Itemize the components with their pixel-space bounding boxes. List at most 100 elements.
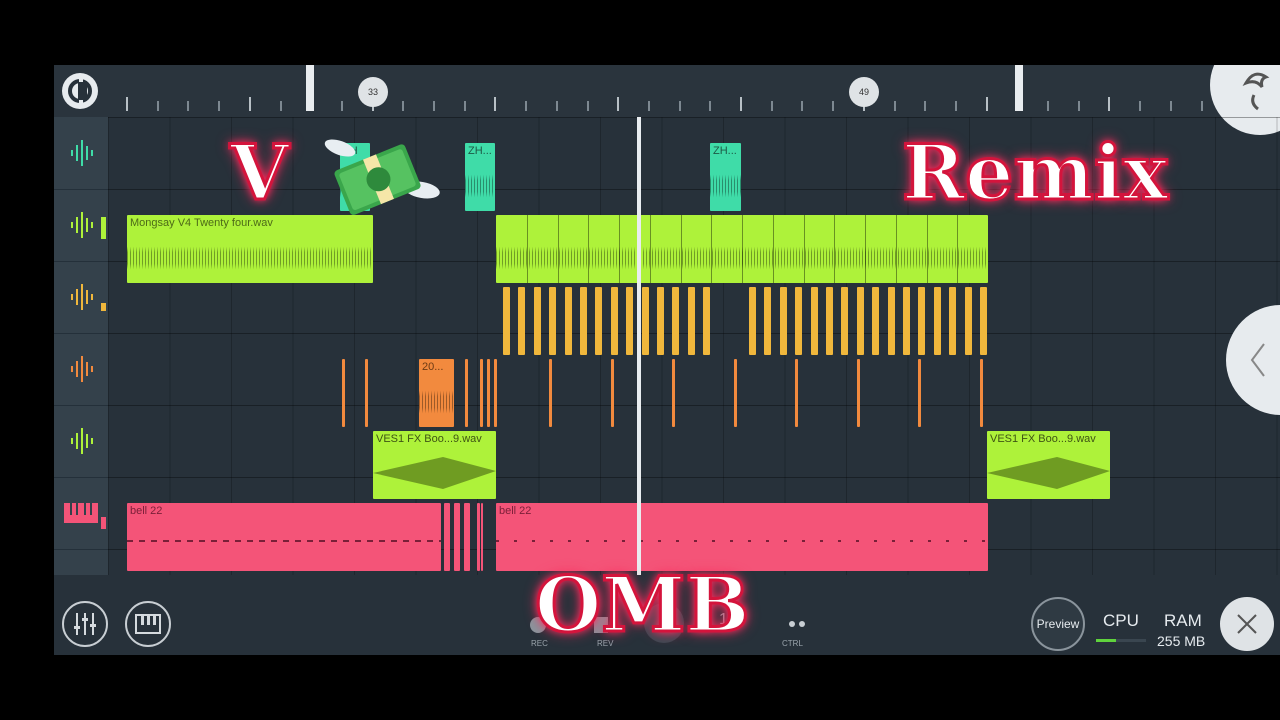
clip-yellow-stab[interactable] bbox=[610, 287, 618, 355]
clip-orange-stab[interactable] bbox=[494, 359, 497, 427]
record-button[interactable] bbox=[530, 617, 546, 633]
clip-yellow-stab[interactable] bbox=[749, 287, 756, 355]
track-headers bbox=[54, 117, 108, 575]
clip-orange-stab[interactable] bbox=[465, 359, 468, 427]
clip-bell-a[interactable]: bell 22 bbox=[127, 503, 441, 571]
clip-orange-stab[interactable] bbox=[611, 359, 614, 427]
clip-orange-stab[interactable] bbox=[365, 359, 368, 427]
track-1-header[interactable] bbox=[54, 117, 108, 190]
ruler-tick bbox=[1139, 101, 1142, 111]
clip-yellow-stab[interactable] bbox=[933, 287, 941, 355]
clip-yellow-stab[interactable] bbox=[595, 287, 603, 355]
clip-yellow-stab[interactable] bbox=[641, 287, 649, 355]
rec-label: REC bbox=[531, 639, 548, 648]
clip-yellow-stab[interactable] bbox=[764, 287, 772, 355]
loop-start-marker[interactable] bbox=[306, 65, 314, 111]
clip-yellow-stab[interactable] bbox=[903, 287, 910, 355]
clip-orange-stab[interactable] bbox=[487, 359, 490, 427]
waveform-icon bbox=[71, 284, 93, 310]
clip-yellow-stab[interactable] bbox=[841, 287, 849, 355]
waveform-icon bbox=[71, 212, 93, 238]
clip-yellow-stab[interactable] bbox=[795, 287, 803, 355]
piano-roll-button[interactable] bbox=[125, 601, 171, 647]
clip-bell-stab-3[interactable] bbox=[464, 503, 470, 571]
track-2-header[interactable] bbox=[54, 189, 108, 262]
playhead[interactable] bbox=[637, 117, 641, 575]
clip-yellow-stab[interactable] bbox=[518, 287, 526, 355]
fruit-logo-icon[interactable] bbox=[1210, 65, 1280, 135]
clip-yellow-stab[interactable] bbox=[533, 287, 541, 355]
clip-slice-line bbox=[649, 215, 651, 283]
mixer-button[interactable] bbox=[62, 601, 108, 647]
clip-slice-line bbox=[619, 215, 620, 283]
clip-orange-stab[interactable] bbox=[918, 359, 921, 427]
track-3-header[interactable] bbox=[54, 261, 108, 334]
clip-yellow-stab[interactable] bbox=[856, 287, 864, 355]
clip-yellow-stab[interactable] bbox=[872, 287, 880, 355]
play-button[interactable] bbox=[644, 603, 684, 643]
clip-yellow-stab[interactable] bbox=[918, 287, 926, 355]
clip-yellow-stab[interactable] bbox=[949, 287, 957, 355]
close-icon bbox=[1237, 614, 1257, 634]
clip-lime-sliced[interactable] bbox=[496, 215, 988, 283]
ruler-tick bbox=[924, 101, 927, 111]
overlay-title-omb: OMB bbox=[534, 559, 752, 651]
clip-yellow-stab[interactable] bbox=[580, 287, 587, 355]
clip-yellow-stab[interactable] bbox=[964, 287, 972, 355]
clip-bell-stab-2[interactable] bbox=[454, 503, 460, 571]
clip-yellow-stab[interactable] bbox=[672, 287, 680, 355]
track-3-level-meter bbox=[101, 303, 106, 311]
song-pattern-toggle-icon[interactable] bbox=[62, 73, 98, 109]
mixer-icon bbox=[74, 613, 96, 635]
clip-yellow-stab[interactable] bbox=[503, 287, 510, 355]
clip-orange-stab[interactable] bbox=[342, 359, 345, 427]
clip-orange-stab[interactable] bbox=[795, 359, 798, 427]
clip-yellow-stab[interactable] bbox=[626, 287, 634, 355]
clip-yellow-stab[interactable] bbox=[703, 287, 711, 355]
clip-bell-stab-4[interactable] bbox=[477, 503, 480, 571]
clip-slice-line bbox=[588, 215, 590, 283]
tempo-display[interactable]: 150 bbox=[719, 611, 746, 628]
piano-icon bbox=[135, 614, 161, 634]
clip-yellow-stab[interactable] bbox=[826, 287, 833, 355]
clip-yellow-stab[interactable] bbox=[564, 287, 572, 355]
loop-end-marker[interactable] bbox=[1015, 65, 1023, 111]
ruler-tick bbox=[954, 101, 957, 111]
clip-orange-stab[interactable] bbox=[734, 359, 737, 427]
clip-yellow-stab[interactable] bbox=[687, 287, 695, 355]
rev-button[interactable] bbox=[594, 617, 608, 633]
timeline-ruler[interactable]: 33 49 bbox=[54, 65, 1280, 135]
clip-ves1-b[interactable]: VES1 FX Boo...9.wav bbox=[987, 431, 1110, 499]
clip-bell-stab-5[interactable] bbox=[481, 503, 483, 571]
clip-bell-stab-1[interactable] bbox=[444, 503, 450, 571]
clip-orange-stab[interactable] bbox=[480, 359, 483, 427]
track-5-header[interactable] bbox=[54, 405, 108, 478]
ruler-tick bbox=[740, 97, 742, 111]
close-button[interactable] bbox=[1220, 597, 1274, 651]
clip-mongsay[interactable]: Mongsay V4 Twenty four.wav bbox=[127, 215, 373, 283]
bar-49-badge: 49 bbox=[849, 77, 879, 107]
track-6-header[interactable] bbox=[54, 477, 108, 550]
clip-orange-stab[interactable] bbox=[980, 359, 983, 427]
clip-yellow-stab[interactable] bbox=[810, 287, 818, 355]
clip-yellow-stab[interactable] bbox=[980, 287, 987, 355]
track-4-header[interactable] bbox=[54, 333, 108, 406]
ctrl-dot-1 bbox=[789, 621, 795, 627]
cpu-meter bbox=[1096, 639, 1146, 642]
ctrl-label[interactable]: CTRL bbox=[782, 639, 803, 648]
clip-zh-2[interactable]: ZH... bbox=[465, 143, 495, 211]
clip-orange-stab[interactable] bbox=[549, 359, 552, 427]
playlist-grid[interactable]: ZH ZH... ZH... Mongsay V4 Twenty four.wa… bbox=[108, 117, 1280, 575]
clip-slice-line bbox=[865, 215, 866, 283]
clip-yellow-stab[interactable] bbox=[657, 287, 664, 355]
clip-orange-20[interactable]: 20... bbox=[419, 359, 454, 427]
clip-orange-stab[interactable] bbox=[857, 359, 860, 427]
clip-bell-b[interactable]: bell 22 bbox=[496, 503, 988, 571]
clip-orange-stab[interactable] bbox=[672, 359, 675, 427]
clip-yellow-stab[interactable] bbox=[779, 287, 787, 355]
preview-button[interactable]: Preview bbox=[1031, 597, 1085, 651]
clip-yellow-stab[interactable] bbox=[549, 287, 557, 355]
clip-ves1-a[interactable]: VES1 FX Boo...9.wav bbox=[373, 431, 496, 499]
clip-zh-3[interactable]: ZH... bbox=[710, 143, 741, 211]
clip-yellow-stab[interactable] bbox=[887, 287, 895, 355]
